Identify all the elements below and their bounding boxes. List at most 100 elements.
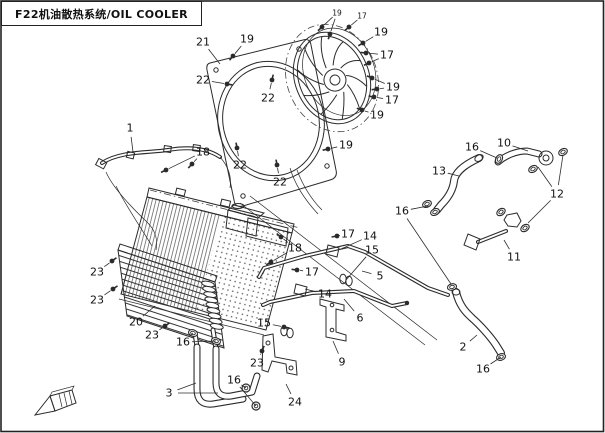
clamps-and-washers <box>187 147 568 411</box>
callout-label: 23 <box>145 329 159 342</box>
bolt-icon <box>110 285 118 292</box>
cooler-coil <box>201 280 224 330</box>
tube-core <box>213 346 260 399</box>
diagram-title-box: F22机油散热系统/OIL COOLER <box>1 1 202 26</box>
bolt-icon <box>363 60 372 66</box>
clamp-ring <box>520 223 530 233</box>
callout-label: 15 <box>365 244 379 257</box>
bolt-icon <box>160 167 169 174</box>
leader-line <box>527 200 551 224</box>
leader-line <box>272 324 282 327</box>
callout-label: 19 <box>374 26 388 39</box>
leader-line <box>177 382 197 391</box>
pipe-end <box>404 300 410 306</box>
bolt-icon <box>187 161 195 169</box>
bolt-icon <box>276 232 284 240</box>
pipe-clamp-14 <box>325 244 340 258</box>
bolt-icon <box>360 50 369 56</box>
bolt-icon <box>109 257 117 264</box>
callout-label: 1 <box>127 122 134 135</box>
bolt-icon <box>269 74 275 83</box>
leader-line <box>239 386 257 407</box>
callout-label: 23 <box>90 266 104 279</box>
hose-10-fitting <box>538 150 554 166</box>
bolt-icon <box>322 146 331 152</box>
clamp-ring <box>496 207 506 217</box>
leader-line <box>469 334 478 342</box>
leader-line <box>208 48 221 65</box>
bolt-icon <box>265 259 274 266</box>
callout-label: 17 <box>385 94 399 107</box>
hose-1-drawing <box>94 144 231 189</box>
callout-label: 17 <box>380 49 394 62</box>
leader-line <box>330 18 336 32</box>
fan-wire <box>289 167 319 215</box>
banjo-pipe-11-drawing <box>463 212 522 251</box>
leader-line <box>285 383 292 395</box>
fan-blade <box>340 59 361 69</box>
bolt-icon <box>317 24 325 32</box>
bracket-24-drawing <box>261 333 298 376</box>
callout-label: 16 <box>465 141 479 154</box>
bracket-9 <box>319 298 347 342</box>
bolt-icon <box>356 107 365 113</box>
leader-line <box>104 290 111 296</box>
front-direction-arrow <box>33 385 77 416</box>
leader-line <box>490 356 502 365</box>
fan-blade <box>297 69 324 86</box>
bolt-icon <box>259 345 265 354</box>
leader-line <box>376 97 384 99</box>
leader-line <box>269 82 272 90</box>
bolt-icon <box>291 267 300 273</box>
leader-line <box>283 238 289 243</box>
bolt-icon <box>234 142 240 151</box>
leader-line <box>241 384 247 389</box>
bolt-icon <box>162 322 170 329</box>
leader-line <box>211 81 225 84</box>
fan-blade <box>346 75 367 87</box>
construction-lines <box>149 189 438 346</box>
bolt-icon <box>368 94 377 100</box>
fan-blade <box>320 94 338 115</box>
callout-label: 23 <box>90 294 104 307</box>
callout-label: 16 <box>395 205 409 218</box>
leader-line <box>323 16 333 26</box>
leader-line <box>537 166 553 187</box>
leader-line <box>168 155 196 170</box>
callout-label: 14 <box>318 288 332 301</box>
callout-label: 17 <box>357 12 367 21</box>
leader-line <box>332 340 339 354</box>
leader-line <box>189 332 194 337</box>
leader-line <box>368 52 379 55</box>
clamp-ring <box>430 207 440 217</box>
callout-label: 18 <box>288 242 302 255</box>
leader-line <box>406 218 452 285</box>
leader-line <box>330 146 338 149</box>
tube-core <box>477 230 507 243</box>
callout-label: 19 <box>332 9 342 18</box>
callout-label: 17 <box>341 228 355 241</box>
bolt-icon <box>357 40 366 47</box>
bolt-icon <box>274 159 280 168</box>
leader-line <box>130 136 134 153</box>
leader-line <box>364 110 369 113</box>
bolt-icon <box>224 81 233 87</box>
fan-blade <box>320 36 327 69</box>
diagram-title: F22机油散热系统/OIL COOLER <box>15 7 188 21</box>
tube-core <box>262 290 408 307</box>
callout-label: 21 <box>196 36 210 49</box>
tube-core <box>434 155 482 213</box>
callout-label: 2 <box>460 341 467 354</box>
clamp-ring <box>446 283 458 291</box>
hose-2-drawing <box>451 288 505 357</box>
leader-line <box>351 19 358 26</box>
bolt-icon <box>327 31 333 40</box>
leader-line <box>512 145 529 152</box>
leader-line <box>371 58 379 63</box>
leader-line <box>379 87 385 90</box>
leader-line <box>277 167 279 174</box>
leader-line <box>361 270 372 274</box>
